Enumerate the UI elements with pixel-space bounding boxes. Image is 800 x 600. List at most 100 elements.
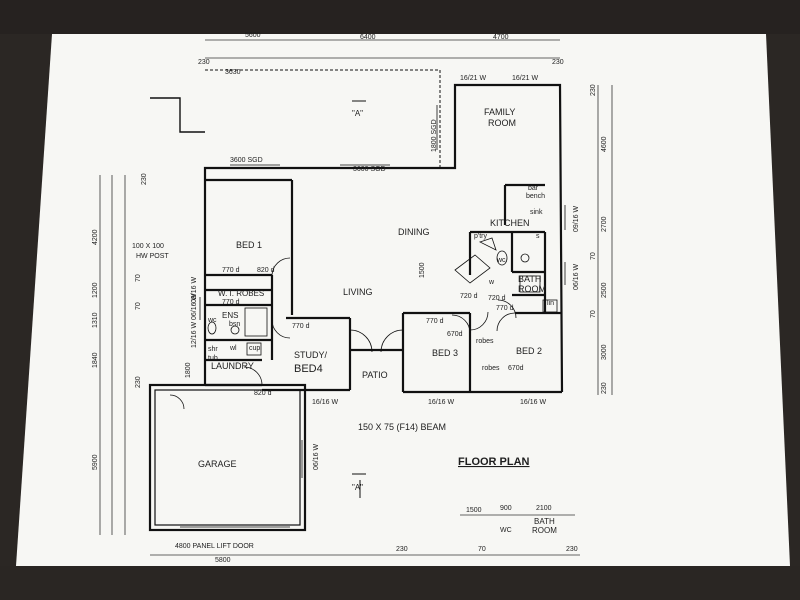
window-3600-sgd-a: 3600 SGD xyxy=(230,157,263,164)
room-family: FAMILY xyxy=(484,107,515,117)
label-bench: bench xyxy=(526,193,545,200)
section-marker-top: "A" xyxy=(352,109,363,118)
label-tub: tub xyxy=(208,355,218,362)
bottom-dim-230b: 230 xyxy=(566,546,578,553)
section-marker-bottom: "A" xyxy=(352,483,363,492)
label-sink: sink xyxy=(530,209,543,216)
room-garage: GARAGE xyxy=(198,459,237,469)
door-bed2: 670d xyxy=(508,365,524,372)
window-16-21-b: 16/21 W xyxy=(512,75,538,82)
beam-note: 150 X 75 (F14) BEAM xyxy=(358,422,446,432)
window-06-16-b: 06/16 W xyxy=(313,444,320,470)
bottom-dim-5800: 5800 xyxy=(215,557,231,564)
garage-door-label: 4800 PANEL LIFT DOOR xyxy=(175,543,254,550)
window-06-16-c: 06/16 W xyxy=(191,294,198,320)
room-family-2: ROOM xyxy=(488,118,516,128)
desk-surface-bottom xyxy=(0,566,800,600)
window-3600-sgd-b: 3600 SGD xyxy=(353,166,386,173)
legend-bath-2: ROOM xyxy=(532,526,557,535)
right-dim-2700: 2700 xyxy=(601,216,608,232)
room-kitchen: KITCHEN xyxy=(490,218,530,228)
room-wir: W. I. ROBES xyxy=(218,289,264,298)
room-bed1: BED 1 xyxy=(236,240,262,250)
top-dim-230b: 230 xyxy=(552,59,564,66)
room-dining: DINING xyxy=(398,227,430,237)
window-1800-sgd: 1800 SGD xyxy=(431,119,438,152)
room-study: STUDY/ xyxy=(294,350,328,360)
fixtures xyxy=(207,237,558,356)
window-09-16-a: 09/16 W xyxy=(573,206,580,232)
legend-dim-2100: 2100 xyxy=(536,505,552,512)
right-dim-2500: 2500 xyxy=(601,282,608,298)
room-bath-2: ROOM xyxy=(518,284,546,294)
left-dim-5900: 5900 xyxy=(92,454,99,470)
label-robes-1: robes xyxy=(476,338,494,345)
right-dim-3000: 3000 xyxy=(601,344,608,360)
window-16-16-a: 16/16 W xyxy=(312,399,338,406)
label-robes-2: robes xyxy=(482,365,500,372)
dimension-lines xyxy=(99,39,613,556)
room-bed2: BED 2 xyxy=(516,346,542,356)
door-bed1b: 820 d xyxy=(257,267,275,274)
window-12-16: 12/16 W xyxy=(191,322,198,348)
door-bed1: 770 d xyxy=(222,267,240,274)
door-720a: 720 d xyxy=(460,293,478,300)
door-wir: 770 d xyxy=(222,299,240,306)
walls xyxy=(148,69,564,532)
post-label-2: HW POST xyxy=(136,253,169,260)
room-bed4: BED4 xyxy=(294,363,323,375)
left-dim-1800: 1800 xyxy=(185,362,192,378)
legend-dim-1500: 1500 xyxy=(466,507,482,514)
paper-sheet xyxy=(16,34,790,566)
legend-dim-900: 900 xyxy=(500,505,512,512)
bottom-dim-230a: 230 xyxy=(396,546,408,553)
post-label: 100 X 100 xyxy=(132,243,164,250)
label-shr: shr xyxy=(208,346,218,353)
right-dim-4600: 4600 xyxy=(601,136,608,152)
desk-surface-top xyxy=(0,0,800,34)
window-1500: 1500 xyxy=(419,262,426,278)
door-bed3b: 670d xyxy=(447,331,463,338)
door-720b: 720 d xyxy=(488,295,506,302)
top-dim-3630: 3630 xyxy=(225,69,241,76)
room-bed3: BED 3 xyxy=(432,348,458,358)
window-06-16-a: 06/16 W xyxy=(573,264,580,290)
left-dim-1200: 1200 xyxy=(92,282,99,298)
window-09-16-b: 09/16 W xyxy=(191,277,198,303)
floor-plan-title: FLOOR PLAN xyxy=(458,456,530,468)
right-dim-230b: 230 xyxy=(601,382,608,394)
label-wc-bath: wc xyxy=(496,257,506,264)
right-dim-70a: 70 xyxy=(590,252,597,260)
door-bed3: 770 d xyxy=(426,318,444,325)
label-cup: cup xyxy=(249,345,260,352)
label-s: s xyxy=(536,233,540,240)
left-dim-230b: 230 xyxy=(135,376,142,388)
door-laundry: 820 d xyxy=(254,390,272,397)
door-770c: 770 d xyxy=(496,305,514,312)
window-16-21-a: 16/21 W xyxy=(460,75,486,82)
door-swings xyxy=(169,257,517,410)
label-wc-ens: wc xyxy=(207,317,217,324)
label-wl: wl xyxy=(229,345,237,352)
label-lin: lin xyxy=(547,300,554,307)
label-bar: bar xyxy=(528,185,539,192)
room-ens: ENS xyxy=(222,311,238,320)
left-dim-70b: 70 xyxy=(135,302,142,310)
top-dim-230: 230 xyxy=(198,59,210,66)
right-dim-70b: 70 xyxy=(590,310,597,318)
left-dim-1310: 1310 xyxy=(92,312,99,328)
label-pantry: p'try xyxy=(474,233,488,240)
bottom-dim-70: 70 xyxy=(478,546,486,553)
top-dim-6400: 6400 xyxy=(360,34,376,41)
left-dim-70a: 70 xyxy=(135,274,142,282)
room-bath: BATH xyxy=(518,274,541,284)
window-16-16-c: 16/16 W xyxy=(520,399,546,406)
label-w: w xyxy=(488,279,495,286)
door-study: 770 d xyxy=(292,323,310,330)
section-markers xyxy=(352,100,366,498)
right-dim-230a: 230 xyxy=(590,84,597,96)
label-bsn: bsn xyxy=(229,321,240,328)
window-marks xyxy=(180,105,566,528)
left-dim-1840: 1840 xyxy=(92,352,99,368)
